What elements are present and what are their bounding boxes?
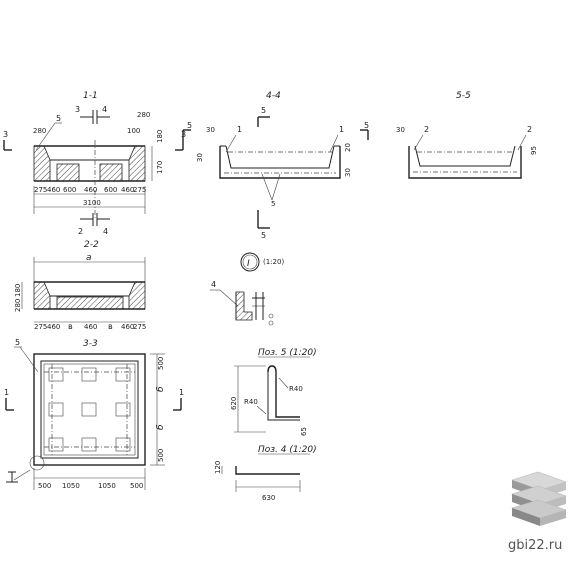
call-5-bottom: 5 bbox=[271, 200, 275, 208]
call-1-left: 1 bbox=[237, 125, 242, 134]
dim-22-seg-1: 275 bbox=[34, 323, 47, 331]
dim-22-left-h2: 280 bbox=[14, 299, 22, 312]
dim-11-right-side: 180 bbox=[156, 130, 164, 143]
cut-mark-2-bottom: 2 bbox=[78, 227, 83, 236]
dim-33-right-1: 500 bbox=[157, 357, 165, 370]
dim-11-seg-4: 460 bbox=[84, 186, 97, 194]
dim-33-bottom-1: 500 bbox=[38, 482, 51, 490]
section-2-2-title: 2-2 bbox=[84, 240, 99, 250]
pos4-height: 120 bbox=[214, 461, 222, 474]
dim-11-right-top: 280 bbox=[137, 111, 150, 119]
cut-mark-5-left: 5 bbox=[187, 121, 192, 130]
dim-11-seg-1: 275 bbox=[34, 186, 47, 194]
detail-i: I (1:20) 4 bbox=[210, 252, 284, 326]
pos4-label: Поз. 4 (1:20) bbox=[258, 445, 317, 455]
dim-55-right-side: 95 bbox=[530, 146, 538, 155]
dim-55-left-top: 30 bbox=[396, 126, 405, 134]
pos5-bend-a: R40 bbox=[289, 385, 303, 393]
pos5-label: Поз. 5 (1:20) bbox=[258, 348, 317, 358]
dim-11-right-mid: 100 bbox=[127, 127, 140, 135]
dim-22-top: a bbox=[86, 253, 92, 263]
watermark: gbi22.ru bbox=[508, 538, 562, 553]
dim-11-seg-2: 460 bbox=[47, 186, 60, 194]
section-3-3-title: 3-3 bbox=[83, 339, 98, 349]
section-2-2: 2-2 a 180 280 275 460 в 460 в 460 275 bbox=[14, 240, 146, 331]
dim-33-bottom-3: 1050 bbox=[98, 482, 116, 490]
dim-22-seg-7: 275 bbox=[133, 323, 146, 331]
section-1-1-title: 1-1 bbox=[83, 91, 98, 101]
dim-11-right-h: 170 bbox=[156, 161, 164, 174]
call-1-right: 1 bbox=[339, 125, 344, 134]
dim-11-left-top: 280 bbox=[33, 127, 46, 135]
dim-22-seg-4: 460 bbox=[84, 323, 97, 331]
dim-22-seg-2: 460 bbox=[47, 323, 60, 331]
section-4-4-title: 4-4 bbox=[266, 91, 281, 101]
dim-33-right-2: б bbox=[156, 386, 166, 392]
section-5-5: 5-5 30 2 2 95 bbox=[396, 91, 538, 179]
call-2-left: 2 bbox=[424, 125, 429, 134]
cut-mark-4-top: 4 bbox=[102, 105, 107, 114]
cut-mark-5-top: 5 bbox=[261, 106, 266, 115]
cut-mark-5-bottom: 5 bbox=[261, 231, 266, 240]
section-3-3: 3-3 1 1 5 500 bbox=[4, 338, 184, 490]
cut-mark-4-bottom: 4 bbox=[103, 227, 108, 236]
dim-33-bottom-2: 1050 bbox=[62, 482, 80, 490]
cut-mark-1-left: 1 bbox=[4, 388, 9, 397]
dim-44-right-top: 20 bbox=[344, 143, 352, 152]
section-1-1: 1-1 3 3 3 4 5 280 280 100 180 170 bbox=[3, 91, 186, 236]
dim-22-seg-5: в bbox=[108, 322, 113, 331]
call-2-right: 2 bbox=[527, 125, 532, 134]
dim-44-left-side: 30 bbox=[196, 153, 204, 162]
pos5-bend-b: R40 bbox=[244, 398, 258, 406]
node-letter: I bbox=[247, 259, 250, 269]
dim-11-total: 3100 bbox=[83, 199, 101, 207]
pos4-length: 630 bbox=[262, 494, 275, 502]
cut-mark-1-right: 1 bbox=[179, 388, 184, 397]
dim-22-seg-3: в bbox=[68, 322, 73, 331]
callout-5-s33: 5 bbox=[15, 338, 20, 347]
dim-44-right-side: 30 bbox=[344, 168, 352, 177]
dim-33-right-3: б bbox=[156, 424, 166, 430]
pos5-foot: 65 bbox=[300, 427, 308, 436]
dim-22-left-h1: 180 bbox=[14, 284, 22, 297]
dim-11-seg-5: 600 bbox=[104, 186, 117, 194]
dim-11-seg-7: 275 bbox=[133, 186, 146, 194]
detail-i-callout-4: 4 bbox=[211, 280, 216, 289]
dim-33-bottom-4: 500 bbox=[130, 482, 143, 490]
dim-33-right-4: 500 bbox=[157, 449, 165, 462]
section-4-4: 4-4 5 5 5 30 1 30 1 20 30 5 5 bbox=[182, 91, 369, 240]
node-scale: (1:20) bbox=[263, 258, 284, 266]
pos5-height: 620 bbox=[230, 397, 238, 410]
cut-mark-5-right: 5 bbox=[364, 121, 369, 130]
dim-22-seg-6: 460 bbox=[121, 323, 134, 331]
dim-11-seg-6: 460 bbox=[121, 186, 134, 194]
section-5-5-title: 5-5 bbox=[456, 91, 471, 101]
position-5: Поз. 5 (1:20) 620 R40 R40 65 bbox=[230, 348, 317, 436]
logo-icon bbox=[511, 471, 567, 526]
cut-mark-3-top: 3 bbox=[75, 105, 80, 114]
cut-mark-3-left: 3 bbox=[3, 130, 8, 139]
dim-11-seg-3: 600 bbox=[63, 186, 76, 194]
dim-44-left-top: 30 bbox=[206, 126, 215, 134]
position-4: Поз. 4 (1:20) 120 630 bbox=[214, 445, 317, 502]
callout-5-s11: 5 bbox=[56, 114, 61, 123]
